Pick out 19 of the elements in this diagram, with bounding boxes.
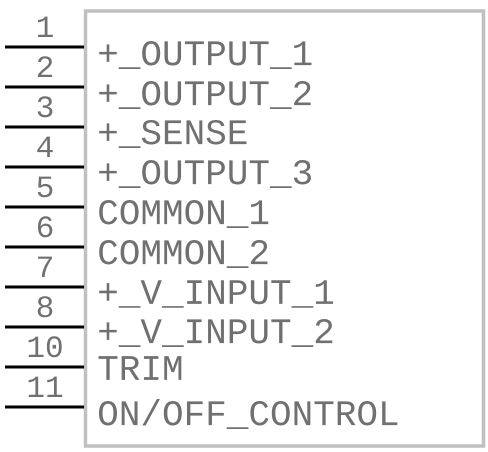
- pin-name: COMMON_1: [99, 200, 268, 228]
- pin-number: 8: [38, 296, 52, 318]
- pin-number: 3: [38, 96, 52, 118]
- component-body: [84, 9, 486, 448]
- pin-number: 6: [38, 216, 52, 238]
- pin-number: 4: [37, 136, 53, 157]
- pin-name: +_SENSE: [99, 120, 247, 148]
- pin-number: 1: [38, 16, 53, 37]
- pin-name: +_OUTPUT_3: [99, 160, 311, 188]
- pin-number: 7: [38, 256, 52, 277]
- pin-name: ON/OFF_CONTROL: [99, 399, 398, 429]
- pin-number: 5: [38, 176, 52, 198]
- pin-name: +_V_INPUT_1: [99, 280, 334, 308]
- pin-name: +_OUTPUT_1: [99, 41, 312, 69]
- pin-name: +_V_INPUT_2: [99, 319, 332, 347]
- pin-number: 2: [38, 56, 52, 77]
- pin-name: TRIM: [98, 356, 182, 380]
- pin-name: +_OUTPUT_2: [99, 81, 311, 109]
- pin-name: COMMON_2: [99, 240, 268, 268]
